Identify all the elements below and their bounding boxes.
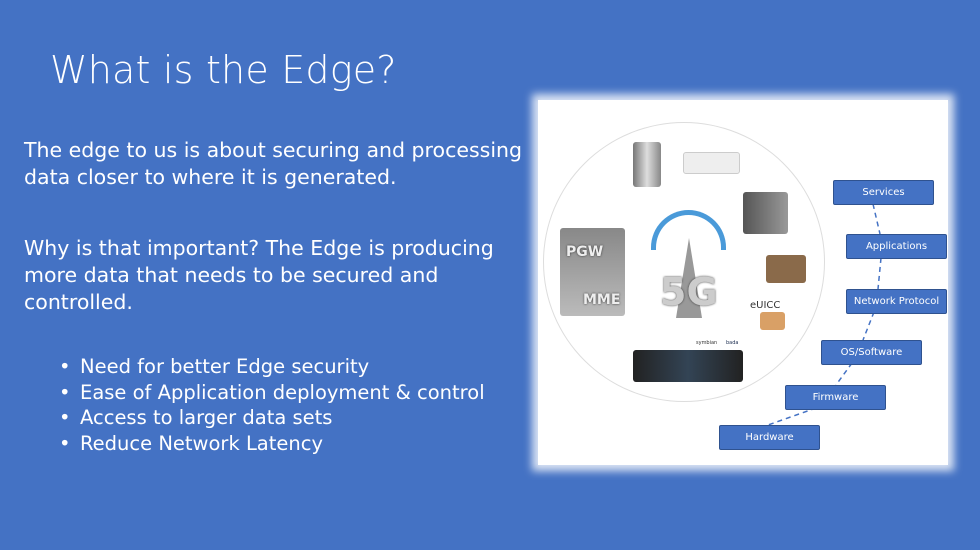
layer-os-software: OS/Software bbox=[821, 340, 922, 365]
device-circle bbox=[543, 122, 825, 402]
drone-icon bbox=[683, 152, 740, 174]
bullet-list: Need for better Edge security Ease of Ap… bbox=[56, 354, 485, 456]
bullet-item: Ease of Application deployment & control bbox=[56, 380, 485, 406]
euicc-label: eUICC bbox=[750, 300, 781, 311]
layer-hardware: Hardware bbox=[719, 425, 820, 450]
paragraph-definition: The edge to us is about securing and pro… bbox=[24, 138, 523, 189]
sim-card-icon bbox=[760, 312, 785, 330]
cylinder-device-icon bbox=[633, 142, 661, 187]
5g-tower-icon: 5G bbox=[646, 210, 731, 322]
layer-connector-lines bbox=[767, 203, 882, 426]
layer-services: Services bbox=[833, 180, 934, 205]
smartwatch-icon bbox=[766, 255, 806, 283]
mme-label: MME bbox=[583, 292, 621, 308]
layer-network-protocol: Network Protocol bbox=[846, 289, 947, 314]
layer-applications: Applications bbox=[846, 234, 947, 259]
server-rack-icon bbox=[560, 228, 625, 316]
paragraph-importance: Why is that important? The Edge is produ… bbox=[24, 236, 494, 314]
bada-label: bada bbox=[726, 340, 739, 346]
smart-fridge-icon bbox=[743, 192, 788, 234]
bullet-item: Access to larger data sets bbox=[56, 405, 485, 431]
layer-firmware: Firmware bbox=[785, 385, 886, 410]
pgw-label: PGW bbox=[566, 244, 604, 260]
symbian-label: symbian bbox=[696, 340, 718, 346]
edge-diagram-image: PGW MME 5G eUICC symbian bada Services A… bbox=[538, 100, 948, 465]
smartphones-icon bbox=[633, 350, 743, 382]
bullet-item: Need for better Edge security bbox=[56, 354, 485, 380]
slide-title: What is the Edge? bbox=[50, 48, 397, 92]
bullet-item: Reduce Network Latency bbox=[56, 431, 485, 457]
